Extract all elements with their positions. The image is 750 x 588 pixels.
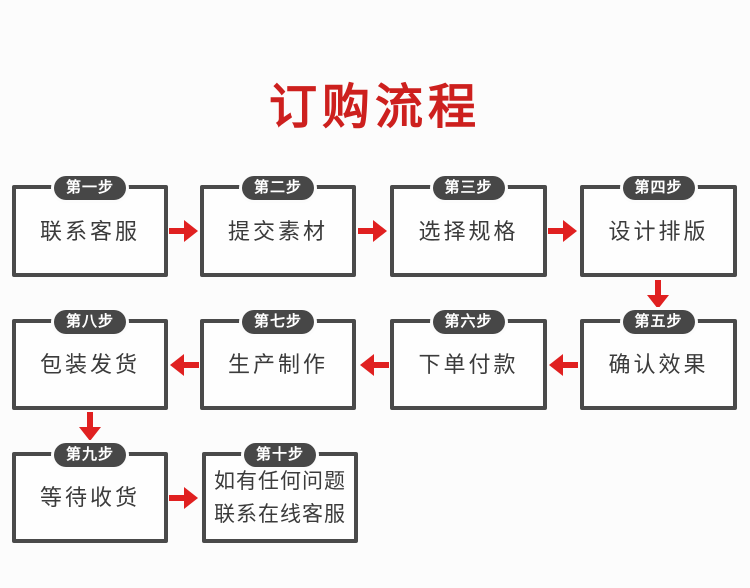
step-box-6: 第六步 下单付款: [390, 310, 547, 410]
step-label-1: 联系客服: [39, 218, 140, 244]
flow-arrow-right-icon-1-2: [169, 218, 199, 244]
flow-arrow-left-icon-7-8: [169, 352, 199, 378]
step-label-10: 如有任何问题 联系在线客服: [214, 469, 346, 526]
step-box-8: 第八步 包装发货: [12, 310, 168, 410]
step-box-10: 第十步 如有任何问题 联系在线客服: [202, 443, 358, 543]
step-badge-5: 第五步: [622, 310, 695, 334]
step-box-5: 第五步 确认效果: [580, 310, 737, 410]
step-badge-1: 第一步: [53, 176, 127, 200]
flow-arrow-down-icon-4-5: [645, 280, 671, 310]
step-label-6: 下单付款: [418, 352, 519, 378]
flow-arrow-left-icon-6-7: [359, 352, 389, 378]
step-label-5: 确认效果: [608, 352, 709, 378]
step-box-2: 第二步 提交素材: [200, 176, 356, 277]
step-box-4: 第四步 设计排版: [580, 176, 737, 277]
step-badge-6: 第六步: [432, 310, 505, 334]
flow-arrow-right-icon-3-4: [548, 218, 578, 244]
flow-arrow-right-icon-2-3: [358, 218, 388, 244]
step-label-9: 等待收货: [39, 485, 140, 511]
step-box-3: 第三步 选择规格: [390, 176, 547, 277]
page-title: 订购流程: [268, 81, 481, 134]
step-label-4: 设计排版: [608, 218, 709, 244]
step-box-9: 第九步 等待收货: [12, 443, 168, 543]
step-badge-8: 第八步: [53, 310, 127, 334]
flow-arrow-right-icon-9-10: [169, 485, 199, 511]
step-label-8: 包装发货: [39, 352, 140, 378]
flow-arrow-left-icon-5-6: [548, 352, 578, 378]
step-label-7: 生产制作: [227, 352, 328, 378]
step-badge-7: 第七步: [241, 310, 315, 334]
step-badge-3: 第三步: [432, 176, 505, 200]
step-label-3: 选择规格: [418, 218, 519, 244]
step-badge-9: 第九步: [53, 443, 127, 467]
step-badge-2: 第二步: [241, 176, 315, 200]
step-badge-10: 第十步: [243, 443, 317, 467]
step-label-2: 提交素材: [227, 218, 328, 244]
flow-arrow-down-icon-8-9: [77, 412, 103, 442]
step-box-7: 第七步 生产制作: [200, 310, 356, 410]
step-box-1: 第一步 联系客服: [12, 176, 168, 277]
step-badge-4: 第四步: [622, 176, 695, 200]
